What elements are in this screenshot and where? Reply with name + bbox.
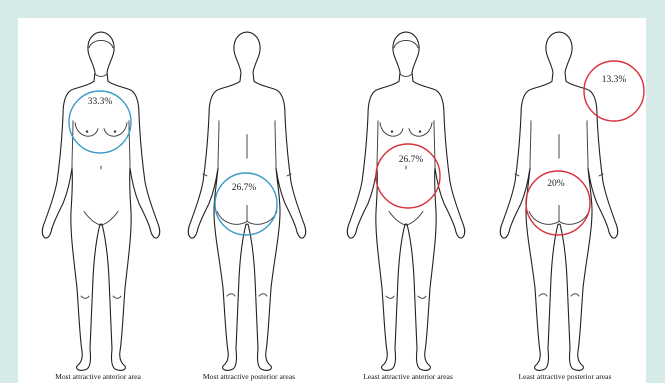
hips-percentage: 20% <box>547 179 565 189</box>
upper-arm-percentage: 13.3% <box>602 75 627 85</box>
figure-back-least-attractive: 13.3% 20% Least attractive posterior are… <box>500 32 644 381</box>
front-body-silhouette <box>42 32 159 370</box>
caption-most-anterior: Most attractive anterior area <box>55 372 141 381</box>
unattractive-upper-arm-circle <box>584 61 644 121</box>
figure-panel: 33.3% Most attractive anterior area 26.7… <box>18 18 646 383</box>
figure-back-most-attractive: 26.7% Most attractive posterior areas <box>188 32 305 381</box>
caption-least-anterior: Least attractive anterior areas <box>363 372 453 381</box>
unattractive-abdomen-circle <box>376 144 440 208</box>
caption-most-posterior: Most attractive posterior areas <box>203 372 295 381</box>
back-body-silhouette <box>188 32 305 370</box>
caption-least-posterior: Least attractive posterior areas <box>519 372 612 381</box>
buttocks-percentage: 26.7% <box>232 183 257 193</box>
figure-front-most-attractive: 33.3% Most attractive anterior area <box>42 32 159 381</box>
abdomen-percentage: 26.7% <box>399 155 424 165</box>
back-body-silhouette-2 <box>500 32 617 370</box>
chest-percentage: 33.3% <box>88 97 113 107</box>
front-body-silhouette-2 <box>347 32 464 370</box>
body-map-diagram: 33.3% Most attractive anterior area 26.7… <box>18 18 646 383</box>
figure-front-least-attractive: 26.7% Least attractive anterior areas <box>347 32 464 381</box>
